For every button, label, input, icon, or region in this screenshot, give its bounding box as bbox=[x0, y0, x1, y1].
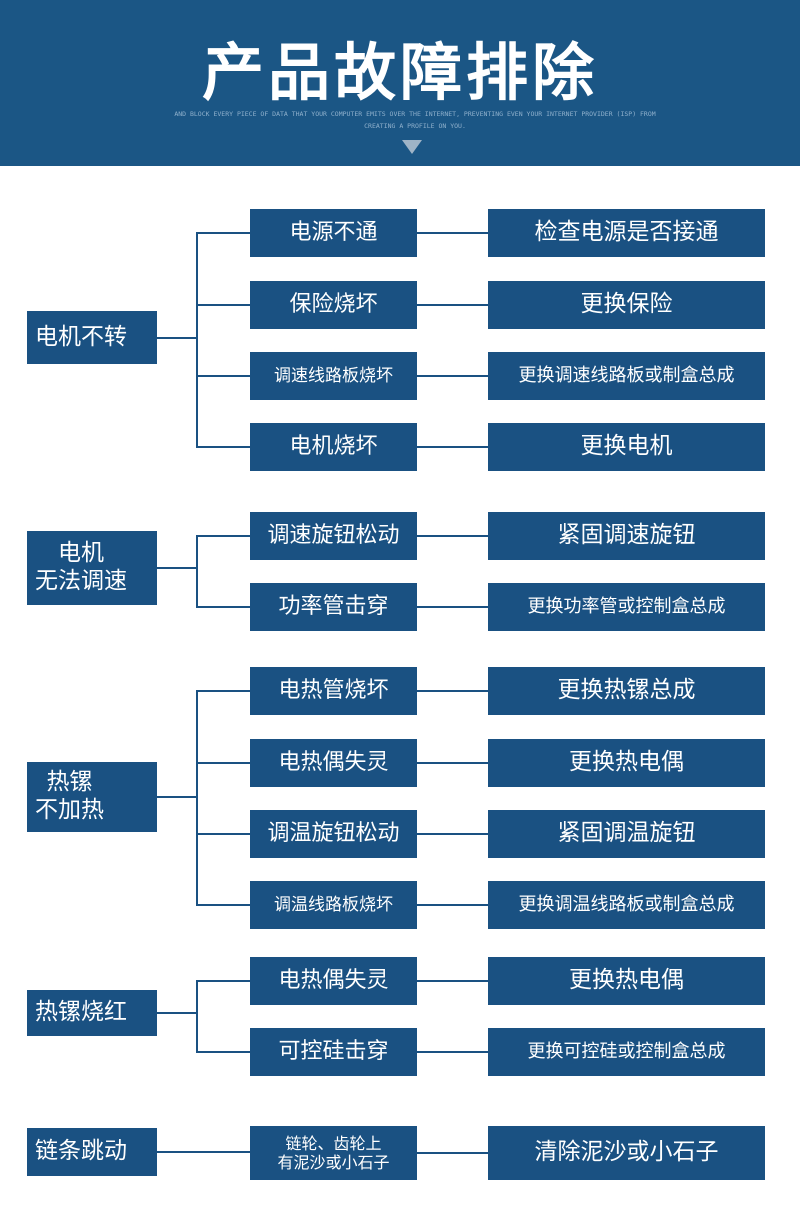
connector-horizontal bbox=[157, 1151, 250, 1153]
cause-box: 电热偶失灵 bbox=[250, 739, 417, 787]
problem-box: 电机 无法调速 bbox=[27, 531, 157, 605]
connector-fix bbox=[417, 446, 488, 448]
connector-horizontal bbox=[157, 567, 197, 569]
connector-fix bbox=[417, 1152, 488, 1154]
connector-vertical bbox=[196, 980, 198, 1053]
page-title: 产品故障排除 bbox=[201, 36, 598, 109]
problem-box: 热镙烧红 bbox=[27, 990, 157, 1036]
connector-branch bbox=[196, 606, 250, 608]
cause-box: 调速线路板烧坏 bbox=[250, 352, 417, 400]
connector-fix bbox=[417, 833, 488, 835]
fix-box: 更换电机 bbox=[488, 423, 765, 471]
connector-branch bbox=[196, 1051, 250, 1053]
fix-box: 紧固调速旋钮 bbox=[488, 512, 765, 560]
header-banner: 产品故障排除 AND BLOCK EVERY PIECE OF DATA THA… bbox=[0, 0, 800, 166]
cause-box: 调温旋钮松动 bbox=[250, 810, 417, 858]
fix-box: 更换热镙总成 bbox=[488, 667, 765, 715]
connector-fix bbox=[417, 762, 488, 764]
connector-horizontal bbox=[157, 1012, 197, 1014]
cause-box: 功率管击穿 bbox=[250, 583, 417, 631]
fix-box: 清除泥沙或小石子 bbox=[488, 1126, 765, 1180]
connector-vertical bbox=[196, 232, 198, 448]
cause-box: 可控硅击穿 bbox=[250, 1028, 417, 1076]
connector-fix bbox=[417, 904, 488, 906]
cause-box: 保险烧坏 bbox=[250, 281, 417, 329]
connector-branch bbox=[196, 762, 250, 764]
connector-fix bbox=[417, 1051, 488, 1053]
fix-box: 更换热电偶 bbox=[488, 739, 765, 787]
connector-vertical bbox=[196, 535, 198, 608]
connector-branch bbox=[196, 232, 250, 234]
connector-fix bbox=[417, 535, 488, 537]
connector-fix bbox=[417, 375, 488, 377]
connector-fix bbox=[417, 304, 488, 306]
problem-box: 链条跳动 bbox=[27, 1128, 157, 1176]
connector-fix bbox=[417, 690, 488, 692]
cause-box: 电源不通 bbox=[250, 209, 417, 257]
header-subtitle: AND BLOCK EVERY PIECE OF DATA THAT YOUR … bbox=[174, 110, 656, 130]
connector-horizontal bbox=[157, 796, 197, 798]
connector-branch bbox=[196, 833, 250, 835]
connector-vertical bbox=[196, 690, 198, 906]
connector-fix bbox=[417, 606, 488, 608]
problem-box: 电机不转 bbox=[27, 311, 157, 364]
fix-box: 更换调温线路板或制盒总成 bbox=[488, 881, 765, 929]
connector-branch bbox=[196, 904, 250, 906]
cause-box: 电热管烧坏 bbox=[250, 667, 417, 715]
connector-branch bbox=[196, 980, 250, 982]
connector-horizontal bbox=[157, 336, 197, 339]
cause-box: 电热偶失灵 bbox=[250, 957, 417, 1005]
connector-fix bbox=[417, 980, 488, 982]
connector-fix bbox=[417, 232, 488, 234]
fix-box: 更换可控硅或控制盒总成 bbox=[488, 1028, 765, 1076]
fix-box: 更换调速线路板或制盒总成 bbox=[488, 352, 765, 400]
connector-branch bbox=[196, 535, 250, 537]
cause-box: 链轮、齿轮上 有泥沙或小石子 bbox=[250, 1126, 417, 1180]
cause-box: 电机烧坏 bbox=[250, 423, 417, 471]
cause-box: 调速旋钮松动 bbox=[250, 512, 417, 560]
cause-box: 调温线路板烧坏 bbox=[250, 881, 417, 929]
connector-branch bbox=[196, 375, 250, 377]
fix-box: 紧固调温旋钮 bbox=[488, 810, 765, 858]
fix-box: 更换热电偶 bbox=[488, 957, 765, 1005]
fix-box: 更换保险 bbox=[488, 281, 765, 329]
connector-branch bbox=[196, 690, 250, 692]
connector-branch bbox=[196, 304, 250, 306]
down-triangle-icon bbox=[402, 140, 422, 154]
problem-box: 热镙 不加热 bbox=[27, 762, 157, 832]
fix-box: 检查电源是否接通 bbox=[488, 209, 765, 257]
connector-branch bbox=[196, 446, 250, 448]
fix-box: 更换功率管或控制盒总成 bbox=[488, 583, 765, 631]
